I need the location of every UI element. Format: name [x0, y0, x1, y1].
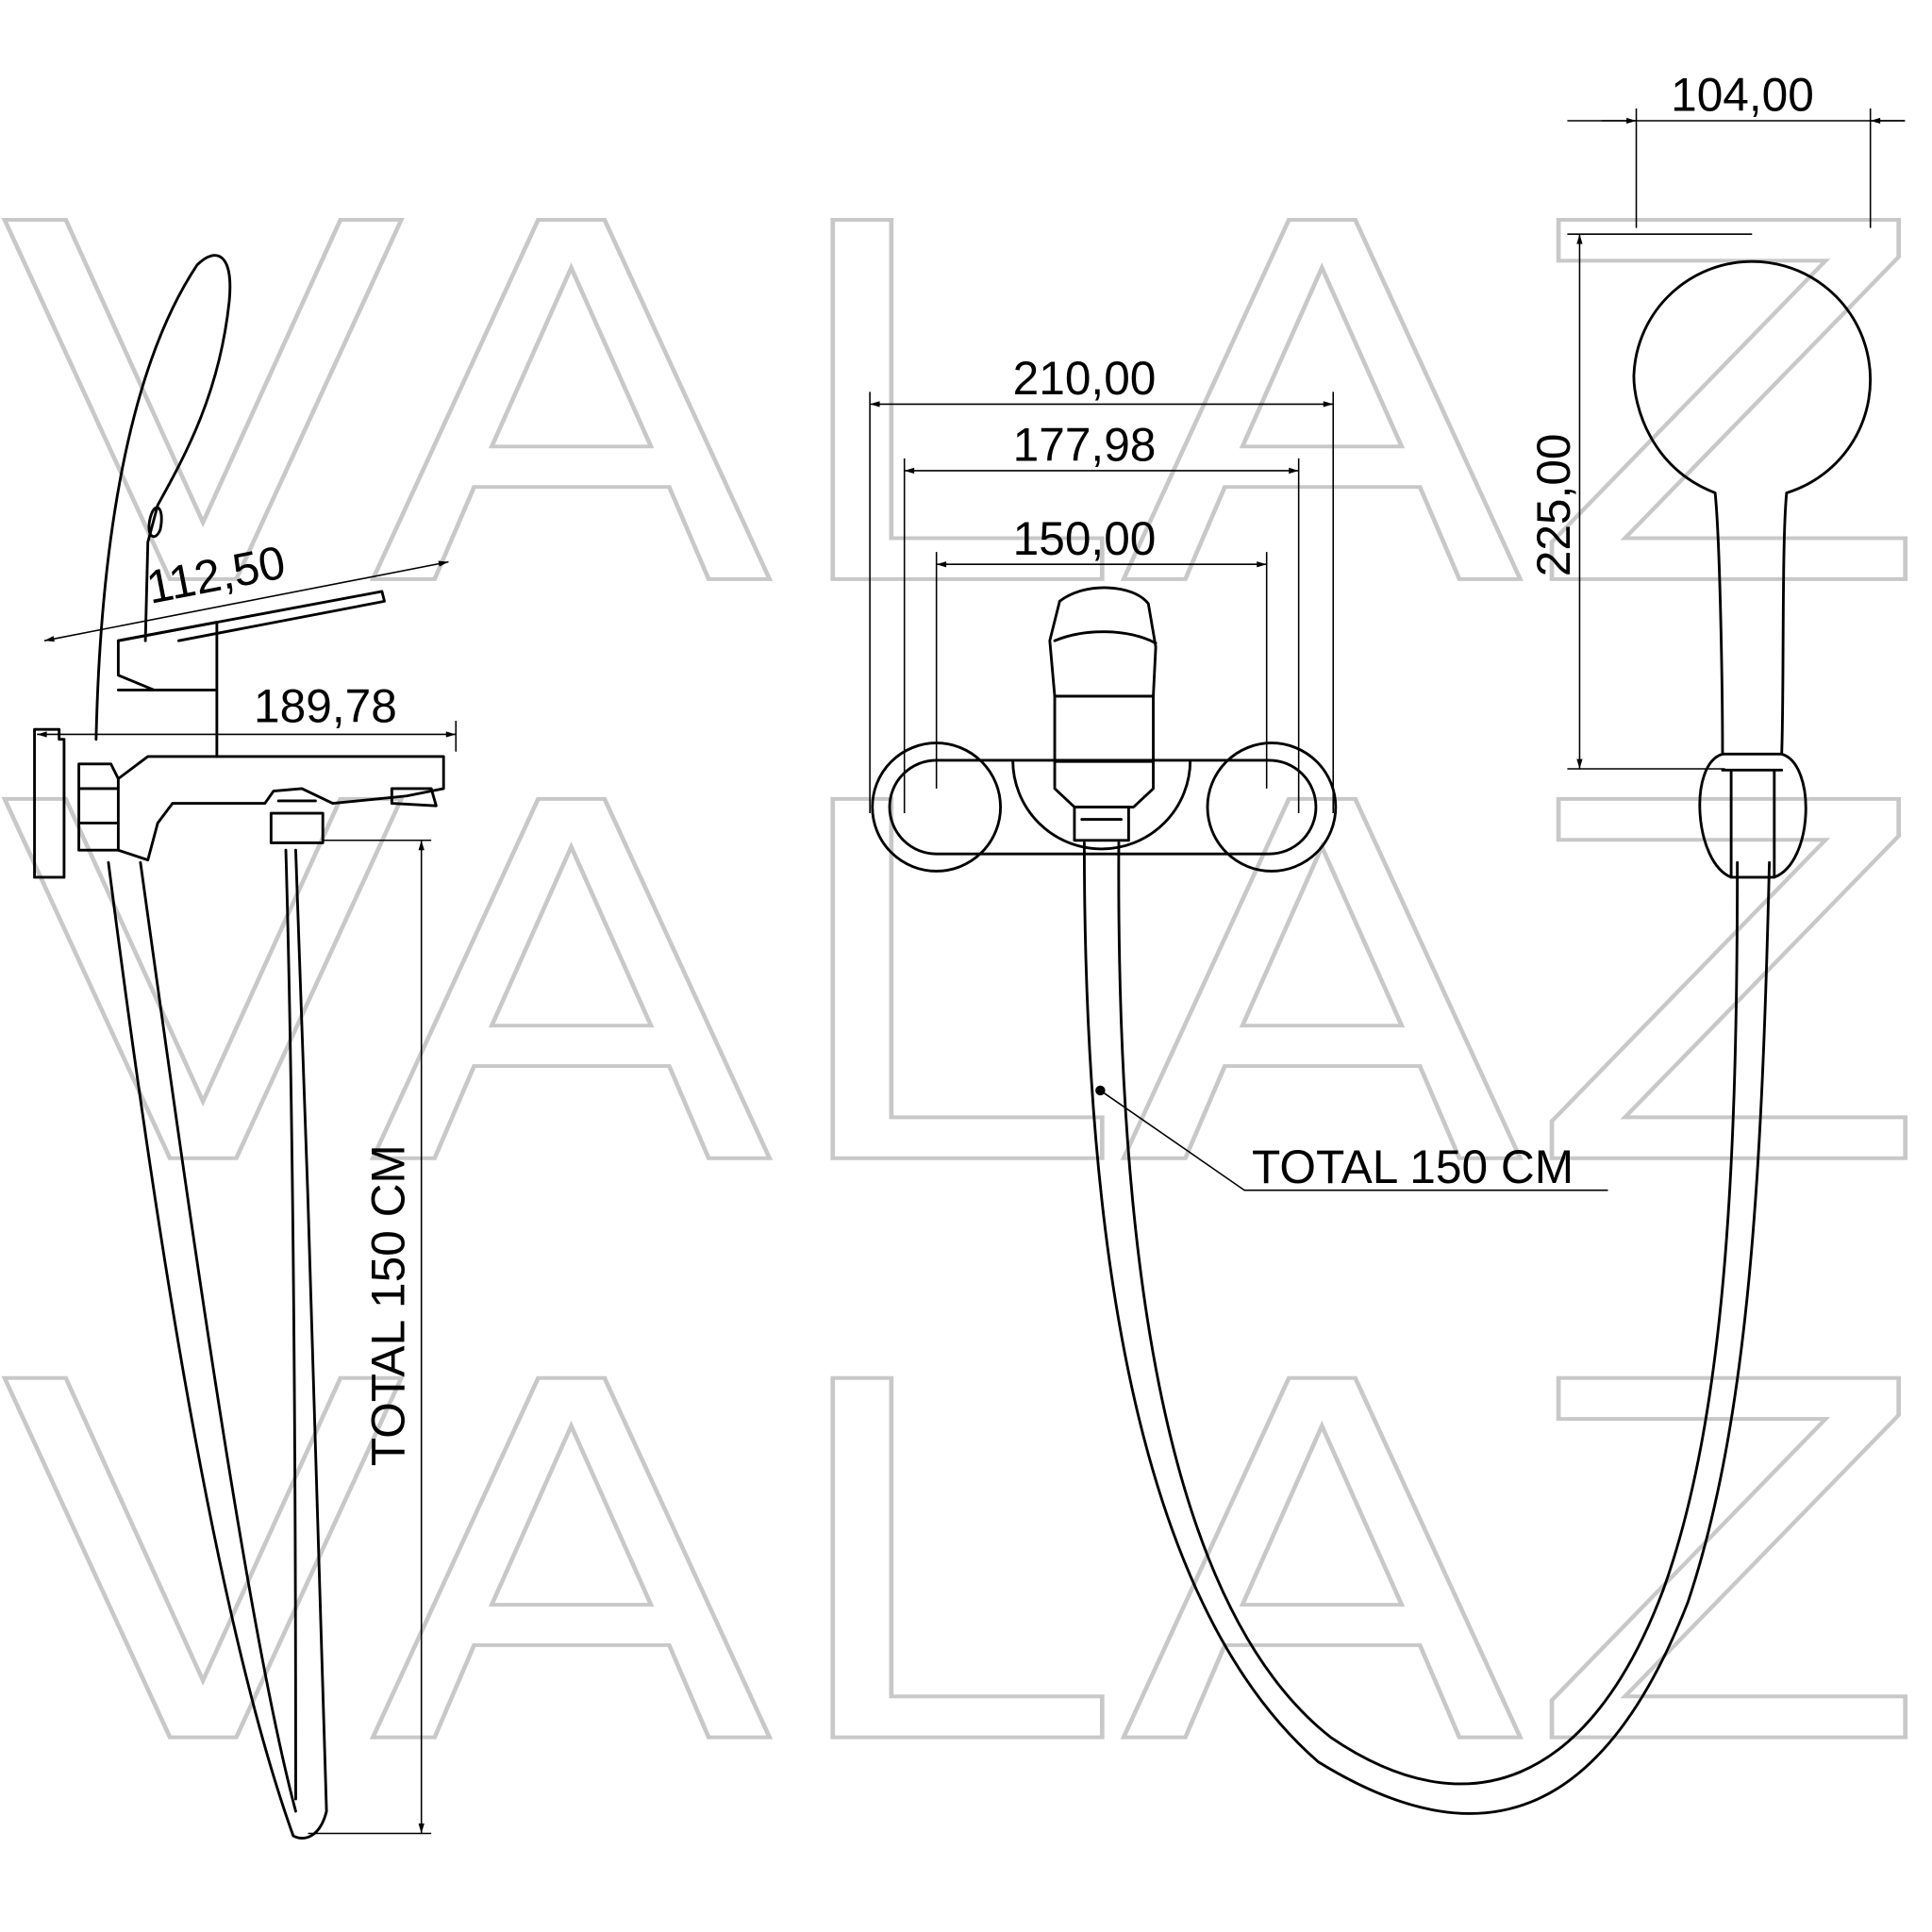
leader-line: [1099, 1090, 1608, 1191]
handle: [1048, 586, 1158, 698]
hose-outlet: [269, 799, 325, 844]
dim-depth: 189,78: [254, 679, 397, 732]
hand-shower-view: 104,00 225,00: [1527, 69, 1906, 879]
hand-shower-side: [94, 254, 232, 741]
dim-center-distance: 150,00: [1013, 512, 1157, 565]
dim-hose-front: TOTAL 150 CM: [1252, 1141, 1574, 1193]
center-boss: [1011, 758, 1192, 851]
wall-holder: [1698, 752, 1807, 879]
mixer-body: [888, 758, 1318, 856]
wall-flange: [33, 727, 66, 879]
right-eccentric-flange: [1206, 741, 1338, 873]
hose-side: [107, 848, 328, 1840]
body: [116, 755, 445, 862]
watermark: VALAZ VALAZ VALAZ: [0, 121, 1932, 1857]
nut: [77, 762, 120, 852]
watermark-row-2: VALAZ: [0, 702, 1932, 1275]
hand-shower-button: [147, 506, 163, 539]
dim-overall-width: 210,00: [1013, 352, 1157, 405]
spout-tip: [390, 787, 438, 808]
dim-flange-width: 177,98: [1013, 418, 1157, 471]
front-view: 210,00 177,98 150,00 TOTAL 150 CM: [869, 352, 1772, 1815]
watermark-row-1: VALAZ: [0, 123, 1932, 696]
dim-head-width: 104,00: [1671, 69, 1814, 122]
dim-length: 225,00: [1527, 433, 1580, 576]
dim-hose-side: TOTAL 150 CM: [361, 1144, 414, 1466]
hose-connector: [1073, 806, 1130, 842]
watermark-row-3: VALAZ: [0, 1281, 1932, 1855]
hand-shower-head: [1632, 259, 1873, 756]
dim-line-spout: [43, 560, 449, 642]
hose-front: [1082, 841, 1772, 1815]
